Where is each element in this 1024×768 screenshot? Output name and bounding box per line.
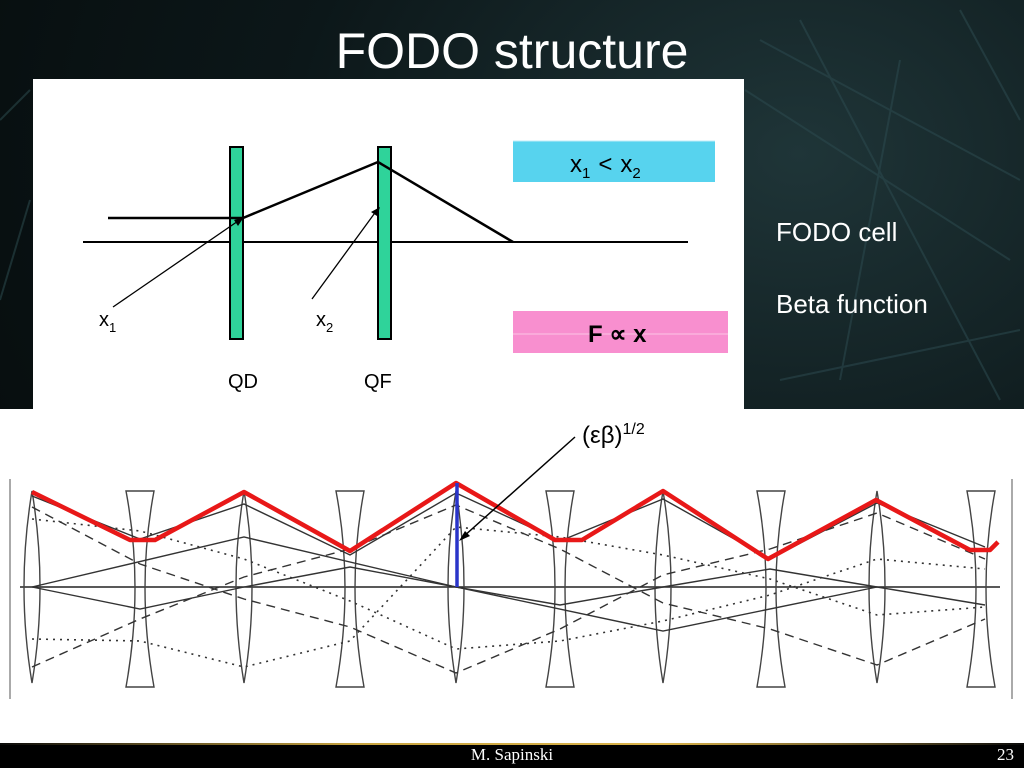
qd-label: QD [228, 371, 258, 393]
footer-divider [0, 743, 1024, 745]
annotation-arrow [462, 436, 576, 538]
side-label-beta-function: Beta function [776, 289, 928, 319]
x2-pointer [311, 209, 378, 300]
relation-text: x1<x2 [570, 151, 641, 182]
x1-arrowhead [234, 217, 244, 226]
ray-dotted [31, 518, 986, 668]
footer [0, 743, 1024, 768]
qf-magnet [377, 146, 392, 340]
fodo-cell-svg: x1 x2 QD QF x1<x2 F ∝ x [83, 140, 728, 393]
qd-magnet [229, 146, 244, 340]
particle-trajectory [108, 160, 514, 244]
eps-beta-label: (εβ)1/2 [582, 421, 645, 449]
side-label-fodo-cell: FODO cell [776, 217, 898, 247]
defocusing-lenses [125, 490, 996, 688]
beta-function-svg: (εβ)1/2 [9, 421, 1013, 699]
footer-author: M. Sapinski [470, 745, 554, 764]
focusing-lenses [23, 490, 886, 684]
beta-function-diagram: (εβ)1/2 [0, 409, 1024, 743]
x2-label: x2 [316, 309, 333, 335]
ray-dashed [31, 504, 986, 674]
beta-envelope-line [31, 480, 1000, 562]
x1-label: x1 [99, 309, 116, 335]
focal-box [513, 311, 728, 353]
annotation-arrowhead [459, 531, 470, 541]
page-number: 23 [997, 745, 1014, 764]
focal-text: F ∝ x [588, 321, 647, 348]
qf-label: QF [364, 371, 392, 393]
fodo-cell-diagram: x1 x2 QD QF x1<x2 F ∝ x [33, 79, 744, 409]
relation-box [513, 141, 715, 182]
x1-pointer [112, 218, 242, 308]
x2-arrowhead [371, 207, 380, 216]
slide-title: FODO structure [335, 23, 689, 79]
